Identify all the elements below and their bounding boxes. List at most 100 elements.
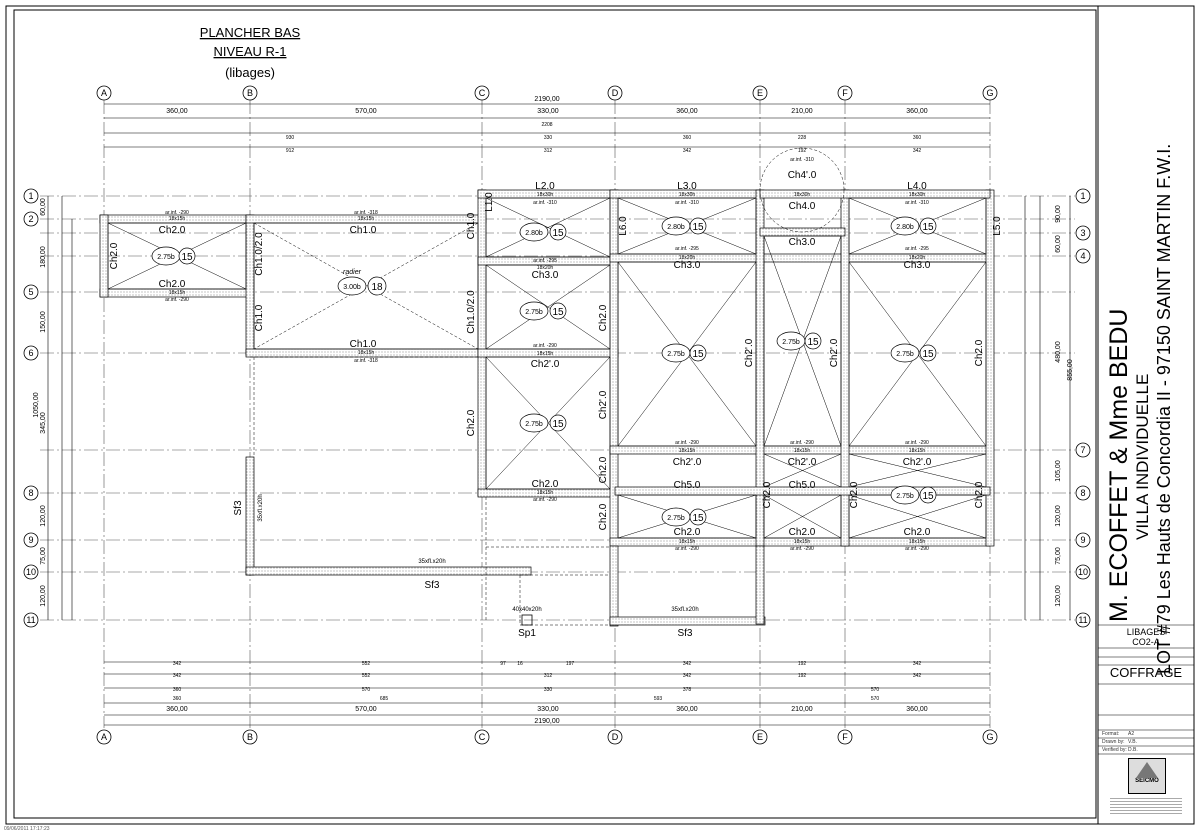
dim-top-row2: 330	[544, 135, 553, 141]
dim-right-total: 855,00	[1067, 359, 1074, 381]
dim-bottom-bay: 360,00	[166, 706, 188, 713]
axis-label-col: E	[757, 732, 763, 742]
dim-bottom-row1: 97	[500, 661, 506, 667]
dim-bottom-row2: 552	[362, 673, 371, 679]
footing-size: 35xfl.x20h	[258, 494, 264, 521]
dim-left: 60,00	[40, 198, 47, 216]
dim-top-row2: 930	[286, 135, 295, 141]
slab-label-vertical: Ch2.0	[598, 456, 609, 483]
slab-level: 3.00b	[343, 284, 361, 291]
axis-label-row: 11	[26, 615, 35, 625]
dim-bottom-row2: 342	[913, 673, 922, 679]
slab-label: Ch3.0	[904, 260, 931, 271]
dim-bottom-row1: 192	[798, 661, 807, 667]
slab-label: Ch2'.0	[531, 359, 560, 370]
slab-label-vertical: Ch2.0	[974, 481, 985, 508]
dim-bottom-row3: 330	[544, 687, 553, 693]
dim-top-row3: 912	[286, 148, 295, 154]
company-fineprint	[1110, 796, 1182, 814]
slab-level: 2.75b	[896, 493, 914, 500]
dim-bottom-row1: 16	[517, 661, 523, 667]
slab-label-vertical: Ch2.0	[466, 409, 477, 436]
footing-size: 35xfl.x20h	[671, 607, 698, 613]
axis-label-col: A	[101, 732, 107, 742]
slab-thickness: 15	[552, 228, 564, 239]
dim-right: 120,00	[1055, 505, 1062, 527]
dim-right: 60,00	[1055, 235, 1062, 253]
axis-label-row: 11	[1078, 615, 1087, 625]
drawing-title-1: PLANCHER BAS	[200, 25, 301, 40]
axis-label-row: 6	[28, 348, 33, 358]
dim-top-bay: 360,00	[906, 108, 928, 115]
beam-size: 18x30h	[909, 192, 926, 198]
dim-bottom-row3: 570	[871, 687, 880, 693]
dim-bottom-bay: 360,00	[676, 706, 698, 713]
dim-bottom-row4: 593	[654, 696, 663, 702]
slab-label: Ch2.0	[159, 225, 186, 236]
slab-level: 2.75b	[667, 515, 685, 522]
slab-level: 2.80b	[896, 224, 914, 231]
dim-left: 180,00	[40, 246, 47, 268]
beam-arinf: ar.inf. -290	[165, 210, 189, 216]
project-title-block: M. ECOFFET & Mme BEDU VILLA INDIVIDUELLE…	[1104, 18, 1188, 674]
slab-thickness: 15	[922, 222, 934, 233]
slab-label: Ch2'.0	[673, 457, 702, 468]
axis-label-row: 8	[28, 488, 33, 498]
dim-bottom-row1: 342	[173, 661, 182, 667]
beam-arinf: ar.inf. -290	[165, 297, 189, 303]
slab-label: Ch1.0	[350, 339, 377, 350]
pad-footing	[521, 614, 533, 626]
dim-bottom-row4: 685	[380, 696, 389, 702]
dim-top-bay: 210,00	[791, 108, 813, 115]
axis-label-row: 4	[1080, 251, 1085, 261]
dim-top-row2: 360	[683, 135, 692, 141]
beam-size: 18x20h	[679, 255, 696, 261]
slab-level: 2.80b	[525, 230, 543, 237]
axis-label-col: G	[986, 732, 993, 742]
dim-bottom-bay: 210,00	[791, 706, 813, 713]
axis-label-row: 9	[28, 535, 33, 545]
footing-label: Sp1	[518, 628, 536, 639]
beam-label: L3.0	[677, 181, 697, 192]
slab-thickness: 15	[181, 252, 193, 263]
dim-bottom-row2: 192	[798, 673, 807, 679]
slab-label: Ch5.0	[674, 480, 701, 491]
slab-thickness: 15	[692, 513, 704, 524]
slab-label-vertical: Ch2.0	[598, 503, 609, 530]
slab-label-vertical: Ch2.0	[762, 481, 773, 508]
axis-label-col: F	[842, 732, 848, 742]
beam-size: 18x15h	[909, 539, 926, 545]
beam-size: 18x20h	[537, 265, 554, 271]
slab-level: 2.75b	[157, 254, 175, 261]
beam-size: 18x30h	[679, 192, 696, 198]
beam-size: 18x20h	[909, 255, 926, 261]
client-name: M. ECOFFET & Mme BEDU	[1105, 308, 1133, 622]
dim-bottom-row3: 360	[173, 687, 182, 693]
drawing-title-2: NIVEAU R-1	[214, 44, 287, 59]
slab-label: Ch4'.0	[788, 170, 817, 181]
dim-top-bay: 330,00	[537, 108, 559, 115]
dim-top-row3: 342	[913, 148, 922, 154]
slab-label-vertical: Ch1.0/2.0	[466, 290, 477, 334]
slab-thickness: 15	[922, 491, 934, 502]
dim-left-total: 1050,00	[33, 392, 40, 417]
beam-arinf: ar.inf. -290	[533, 343, 557, 349]
slab-label: Ch2.0	[159, 279, 186, 290]
axis-label-col: F	[842, 88, 848, 98]
beam-arinf: ar.inf. -290	[905, 440, 929, 446]
axis-label-col: D	[612, 88, 619, 98]
beam-size: 18x30h	[537, 192, 554, 198]
dim-bottom-bay: 330,00	[537, 706, 559, 713]
dim-bottom-row2: 342	[173, 673, 182, 679]
slab-label-vertical: Ch2'.0	[598, 390, 609, 419]
axis-label-row: 1	[1080, 191, 1085, 201]
inner-frame	[13, 9, 1097, 819]
beam-size: 18x15h	[169, 216, 186, 222]
dim-left: 120,00	[40, 585, 47, 607]
axis-label-col: B	[247, 88, 253, 98]
axis-label-row: 10	[1078, 567, 1088, 577]
slab-label-vertical: Ch2'.0	[829, 338, 840, 367]
slab-label: Ch5.0	[789, 480, 816, 491]
slab-thickness: 15	[692, 222, 704, 233]
beam-arinf: ar.inf. -310	[905, 200, 929, 206]
